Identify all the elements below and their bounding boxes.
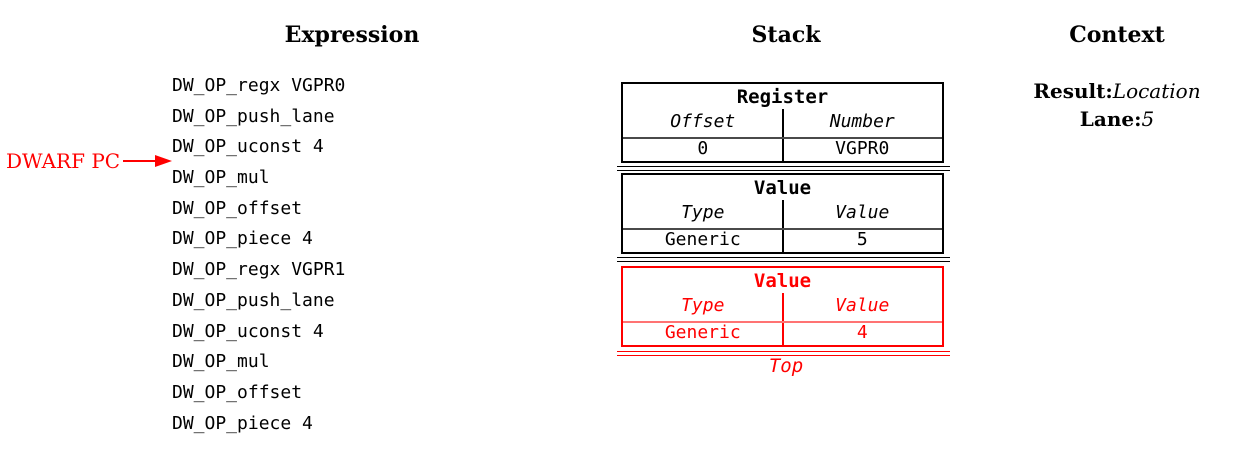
stack-top-label: Top xyxy=(768,355,804,377)
expression-item: DW_OP_uconst 4 xyxy=(172,136,324,158)
lane-value: 5 xyxy=(1141,107,1155,131)
column-header-value: Value xyxy=(835,295,890,316)
context-block: Result:Location Lane:5 xyxy=(987,77,1241,133)
cell-offset-value: 0 xyxy=(697,138,709,159)
context-lane-line: Lane:5 xyxy=(987,105,1241,133)
column-header-number: Number xyxy=(829,111,895,132)
column-divider xyxy=(781,200,784,252)
row-divider xyxy=(623,321,942,323)
expression-item: DW_OP_uconst 4 xyxy=(172,320,324,342)
context-column-title: Context xyxy=(1069,22,1165,48)
column-header-type: Type xyxy=(681,202,725,223)
stack-column-title: Stack xyxy=(751,22,821,48)
column-header-type: Type xyxy=(681,295,725,316)
expression-item: DW_OP_mul xyxy=(172,351,270,373)
expression-item: DW_OP_offset xyxy=(172,381,303,403)
expression-item: DW_OP_mul xyxy=(172,167,270,189)
dwarf-pc-annotation: DWARF PC xyxy=(6,149,173,173)
stack-entry-title: Register xyxy=(736,86,829,108)
column-header-offset: Offset xyxy=(670,111,736,132)
right-arrow-icon xyxy=(155,155,173,167)
column-header-value: Value xyxy=(835,202,890,223)
cell-type-value: Generic xyxy=(664,322,741,343)
expression-list: DW_OP_regx VGPR0 DW_OP_push_lane DW_OP_u… xyxy=(172,71,345,439)
expression-item: DW_OP_offset xyxy=(172,197,303,219)
stack-entry-title: Value xyxy=(753,270,812,292)
column-divider xyxy=(781,109,784,161)
stack-entry-title: Value xyxy=(753,177,812,199)
row-divider xyxy=(623,137,942,139)
expression-column-title: Expression xyxy=(284,22,420,48)
dwarf-pc-label: DWARF PC xyxy=(6,149,121,173)
expression-item: DW_OP_regx VGPR0 xyxy=(172,75,346,96)
cell-value-value: 5 xyxy=(856,229,868,250)
expression-item: DW_OP_piece 4 xyxy=(172,412,313,434)
stack-entry-value: Value Type Value Generic 5 xyxy=(621,173,944,254)
stack-separator xyxy=(617,257,950,262)
row-divider xyxy=(623,228,942,230)
context-result-line: Result:Location xyxy=(987,77,1241,105)
expression-item: DW_OP_piece 4 xyxy=(172,228,313,250)
stack-separator xyxy=(617,166,950,171)
expression-item: DW_OP_regx VGPR1 xyxy=(172,259,346,281)
arrow-line xyxy=(123,160,156,162)
stack-entry-register: Register Offset Number 0 VGPR0 xyxy=(621,82,944,163)
stack-entry-value-highlighted: Value Type Value Generic 4 xyxy=(621,266,944,347)
expression-item: DW_OP_push_lane xyxy=(172,105,335,127)
result-value: Location xyxy=(1112,79,1201,103)
cell-value-value: 4 xyxy=(856,322,868,343)
cell-type-value: Generic xyxy=(664,229,741,250)
expression-item: DW_OP_push_lane xyxy=(172,289,335,311)
result-label: Result: xyxy=(1033,79,1113,103)
stack-separator-top xyxy=(617,351,950,356)
column-divider xyxy=(781,293,784,345)
cell-number-value: VGPR0 xyxy=(835,138,890,159)
lane-label: Lane: xyxy=(1079,107,1142,131)
